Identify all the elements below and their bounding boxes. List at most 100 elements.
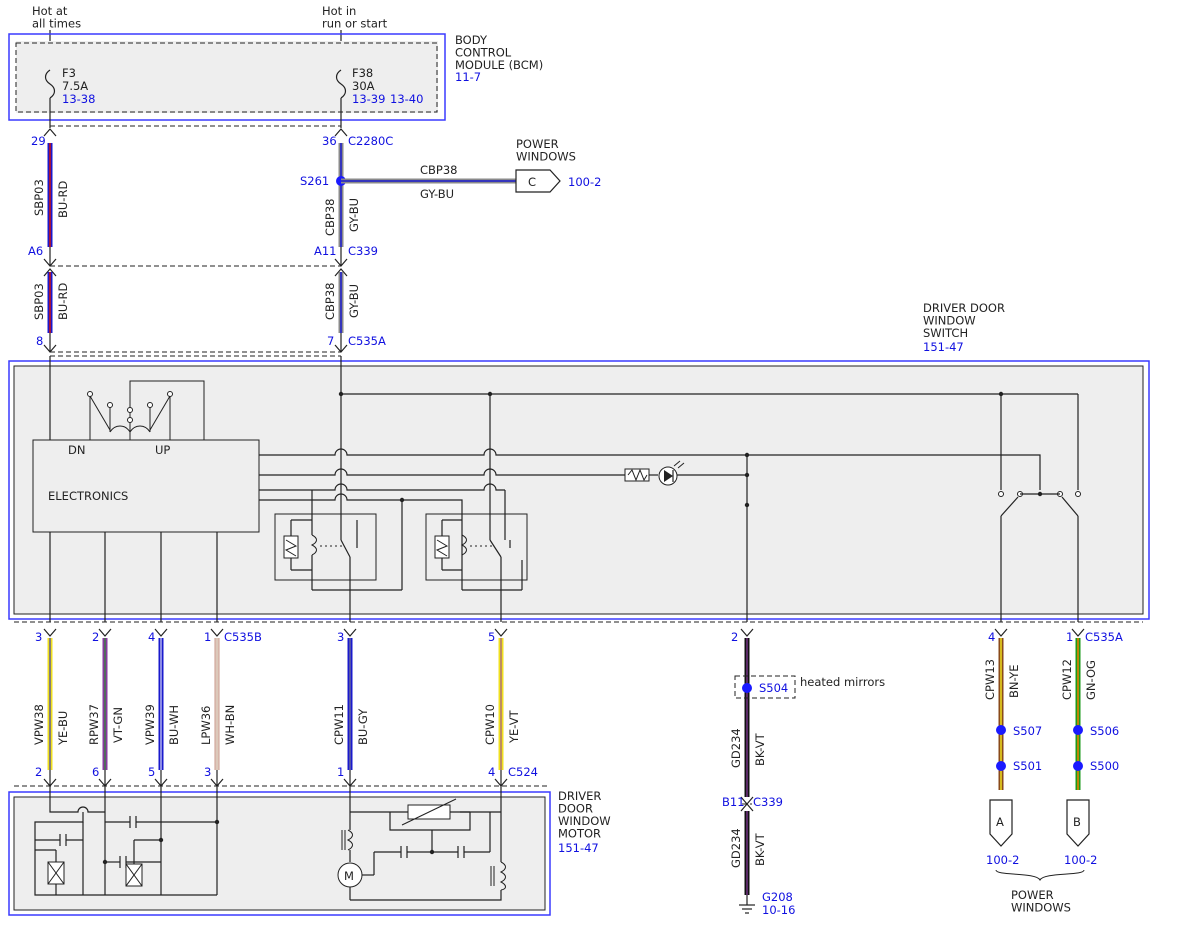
fuse-f3-rating: 7.5A: [62, 79, 88, 93]
splice-s504-label: S504: [759, 681, 788, 695]
c535b-pin-1: 1: [204, 630, 211, 644]
connector-c2280c: 29 36 C2280C: [31, 125, 393, 148]
splice-s504-box: [734, 675, 796, 699]
fuse-f38-rating: 30A: [352, 79, 375, 93]
splice-s501: [996, 761, 1006, 771]
c524-pin-1: 1: [337, 765, 344, 779]
wire-vpw38-color: YE-BU: [56, 711, 70, 746]
wire-sbp03-lower-color: BU-RD: [56, 283, 70, 320]
splice-s506: [1073, 725, 1083, 735]
driver-door-window-motor: M: [8, 786, 551, 916]
connector-c535a-right-label[interactable]: C535A: [1085, 630, 1123, 644]
wire-lpw36-color: WH-BN: [223, 705, 237, 745]
wire-sbp03-lower-circuit: SBP03: [32, 283, 46, 320]
fuse-f38-id: F38: [352, 66, 373, 80]
pin-36: 36: [322, 134, 337, 148]
splice-s261-label: S261: [300, 174, 329, 188]
heated-mirrors-label: heated mirrors: [800, 675, 885, 689]
fuse-f3-icon: [44, 69, 56, 99]
ground-ref-link[interactable]: 10-16: [762, 903, 795, 917]
connector-c535b: 3 2 4 1 C535B 3 5 2 4 1 C535A: [35, 628, 1123, 644]
wire-vpw38-circuit: VPW38: [32, 704, 46, 745]
wire-cpw13-circuit: CPW13: [983, 659, 997, 700]
connector-b-letter: B: [1073, 815, 1081, 829]
splice-s506-label: S506: [1090, 724, 1119, 738]
power-windows-c-ref-link[interactable]: 100-2: [568, 175, 601, 189]
bcm-ref-link[interactable]: 11-7: [455, 70, 481, 84]
connector-a-ref-link[interactable]: 100-2: [986, 853, 1019, 867]
wire-cpw12-color: GN-OG: [1084, 660, 1098, 700]
wire-sbp03-circuit: SBP03: [32, 179, 46, 216]
pin-b11: B11: [722, 795, 745, 809]
power-windows-connector-a[interactable]: A: [989, 799, 1013, 847]
electronics-block: [32, 439, 260, 533]
pin-7: 7: [327, 334, 334, 348]
indicator-led-icon: [624, 460, 747, 486]
power-windows-connector-c[interactable]: C: [515, 169, 561, 193]
wire-rpw37-circuit: RPW37: [87, 704, 101, 745]
dn-label: DN: [68, 443, 85, 457]
splice-s504: [742, 683, 752, 693]
connector-c339-low-label[interactable]: C339: [753, 795, 783, 809]
connector-c535a-top: 8 7 C535A: [36, 333, 386, 353]
connector-c-letter: C: [528, 175, 536, 189]
wire-sbp03-color: BU-RD: [56, 181, 70, 218]
wire-cpw10-color: YE-VT: [507, 709, 521, 744]
splice-s500-label: S500: [1090, 759, 1119, 773]
pin-a11: A11: [314, 244, 337, 258]
c535-pin-3-mid: 3: [337, 630, 344, 644]
up-label: UP: [155, 443, 170, 457]
ground-icon: [739, 895, 755, 914]
relay-2-icon: [425, 394, 528, 622]
wire-cpw11-circuit: CPW11: [332, 704, 346, 745]
motor-ref-link[interactable]: 151-47: [558, 841, 599, 855]
mirror-select-switch-icon: [998, 491, 1081, 622]
fuse-f38-icon: [335, 69, 347, 99]
c524-pin-3: 3: [204, 765, 211, 779]
connector-b-ref-link[interactable]: 100-2: [1064, 853, 1097, 867]
pin-29: 29: [31, 134, 46, 148]
c535a-pin-4: 4: [988, 630, 995, 644]
wire-gd234-lower-circuit: GD234: [729, 828, 743, 868]
fuse-f38-ref1-link[interactable]: 13-39: [352, 92, 385, 106]
c524-pin-5: 5: [148, 765, 155, 779]
connector-c339-low: B11 C339: [722, 795, 783, 812]
wire-gd234-lower-color: BK-VT: [753, 832, 767, 866]
c535b-pin-3: 3: [35, 630, 42, 644]
splice-s507-label: S507: [1013, 724, 1042, 738]
switch-ref-link[interactable]: 151-47: [923, 340, 964, 354]
fuse-f3-ref-link[interactable]: 13-38: [62, 92, 95, 106]
connector-c535a-top-label[interactable]: C535A: [348, 334, 386, 348]
wire-cbp38-circuit: CBP38: [323, 199, 337, 237]
c535a-pin-2: 2: [731, 630, 738, 644]
wire-vpw39-color: BU-WH: [167, 705, 181, 745]
connector-c535b-label[interactable]: C535B: [224, 630, 262, 644]
driver-door-window-switch: ELECTRONICS DN UP: [8, 355, 1150, 623]
fuse-f38-ref2-link[interactable]: 13-40: [390, 92, 423, 106]
connector-c2280c-label[interactable]: C2280C: [348, 134, 393, 148]
wire-rpw37-color: VT-GN: [111, 707, 125, 743]
splice-s500: [1073, 761, 1083, 771]
splice-s507: [996, 725, 1006, 735]
connector-c524-label[interactable]: C524: [508, 765, 538, 779]
motor-m-label: M: [344, 869, 354, 883]
c524-pin-4: 4: [488, 765, 495, 779]
wire-cpw12-circuit: CPW12: [1060, 659, 1074, 700]
wire-cpw10-circuit: CPW10: [483, 704, 497, 745]
power-windows-connector-b[interactable]: B: [1066, 799, 1090, 847]
body-control-module: F3 7.5A 13-38 F38 30A 13-39 13-40: [8, 33, 446, 128]
wire-cbp38-lower-color: GY-BU: [347, 284, 361, 318]
c535b-pin-2: 2: [92, 630, 99, 644]
connector-c339-top-label[interactable]: C339: [348, 244, 378, 258]
c524-pin-6: 6: [92, 765, 99, 779]
wire-cpw13-color: BN-YE: [1007, 664, 1021, 698]
c524-pin-2: 2: [35, 765, 42, 779]
